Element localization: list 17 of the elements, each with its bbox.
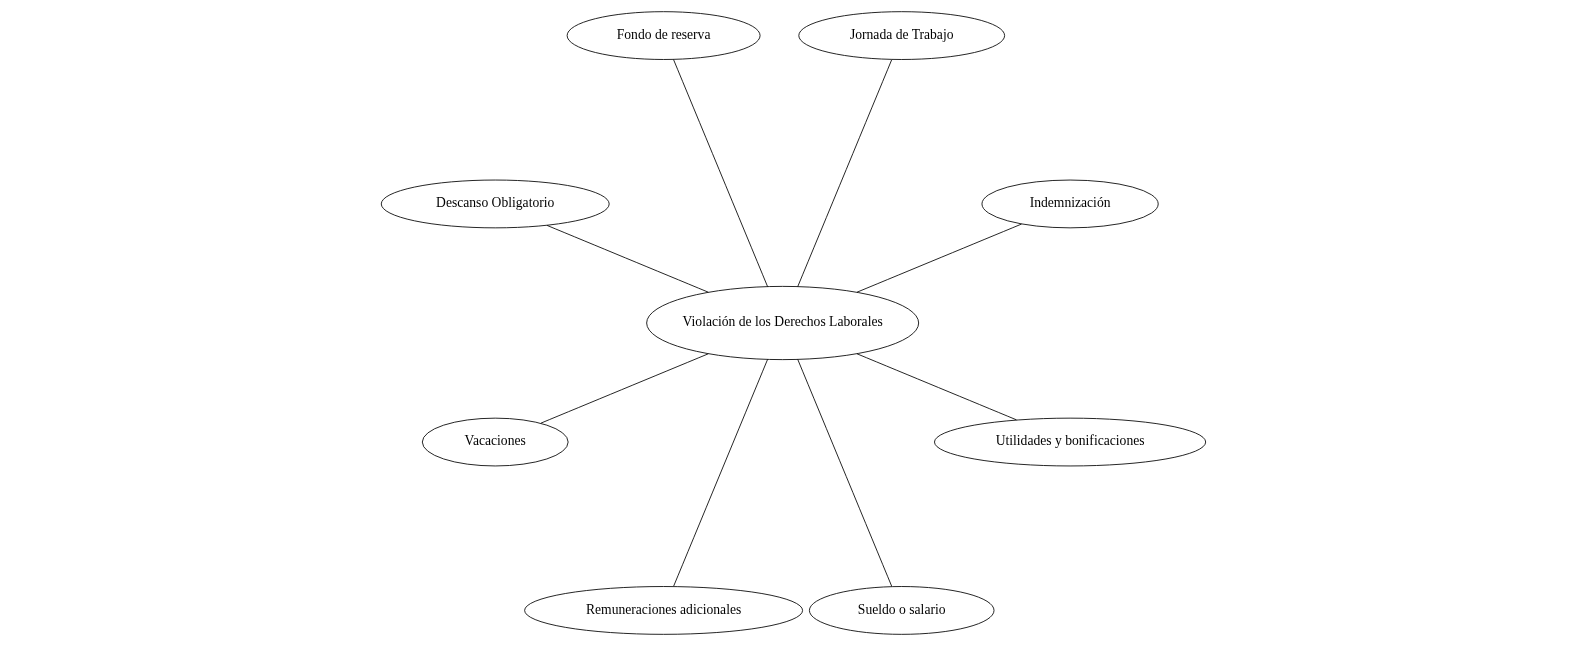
- connector: [856, 223, 1022, 293]
- connector: [797, 358, 893, 587]
- connector: [673, 358, 768, 587]
- node-ellipse: Fondo de reserva: [566, 11, 761, 60]
- node-ellipse: Sueldo o salario: [809, 586, 995, 635]
- node-ellipse: Jornada de Trabajo: [798, 11, 1006, 60]
- node-ellipse: Descanso Obligatorio: [380, 179, 610, 229]
- connector: [540, 353, 709, 424]
- node-ellipse: Vacaciones: [421, 417, 569, 467]
- connector: [673, 59, 768, 288]
- connector: [546, 225, 709, 293]
- node-ellipse: Indemnización: [981, 179, 1159, 229]
- node-ellipse: Utilidades y bonificaciones: [934, 417, 1207, 467]
- connector: [797, 59, 893, 288]
- node-ellipse: Remuneraciones adicionales: [524, 586, 803, 635]
- connector: [856, 353, 1017, 421]
- node-ellipse: Violación de los Derechos Laborales: [646, 285, 920, 361]
